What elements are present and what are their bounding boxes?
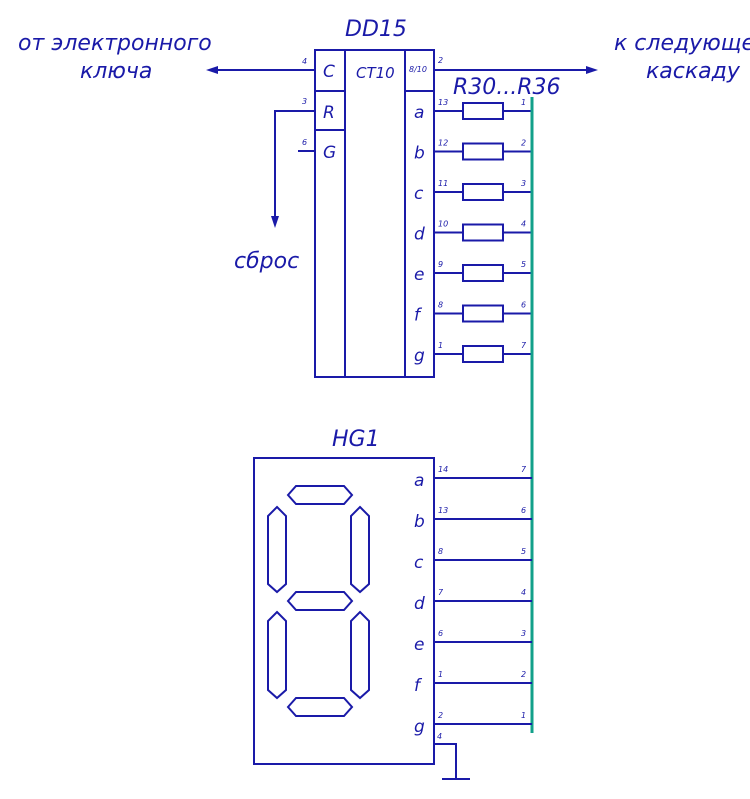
resistor-icon [462,304,504,323]
output-arrow-icon [586,66,598,74]
display-input-f: f 1 2 [414,670,532,696]
out-pin-num: 2 [438,56,443,65]
display-pin-num: 14 [438,465,448,474]
counter-chip: CT10 [314,49,435,378]
display-pin-num: 7 [438,588,444,597]
bus-pin-num: 5 [521,547,526,556]
output-pin-num: 10 [438,220,448,229]
display-inputs: a 14 7 b 13 6 c 8 5 d 7 4 e 6 3 f 1 2 g 2 1 [414,465,532,737]
output-pin-label: a [414,103,424,123]
chip-output-g: g 1 7 [414,341,532,366]
bus-pin-num: 6 [521,506,526,515]
output-pin-num: 1 [438,341,443,350]
output-label-line1: к следующему [614,31,750,56]
segment-b-icon [350,505,370,594]
display-pin-label: f [414,676,423,696]
chip-output-e: e 9 5 [414,260,532,285]
resistor-pin-num: 6 [521,301,526,310]
output-pin-num: 11 [438,179,448,188]
display-pin-label: b [414,512,425,532]
output-pin-num: 12 [438,139,448,148]
segment-d-icon [286,697,354,717]
chip-output-b: b 12 2 [414,139,532,164]
chip-output-d: d 10 4 [414,220,532,245]
output-pin-num: 9 [438,260,443,269]
bus-pin-num: 1 [521,711,526,720]
display-pin-label: e [414,635,424,655]
chip-type-label: CT10 [356,64,395,82]
resistor-pin-num: 5 [521,260,526,269]
resistor-pin-num: 2 [521,139,526,148]
chip-output-f: f 8 6 [414,301,532,326]
chip-output-c: c 11 3 [414,179,532,204]
output-pin-label: e [414,265,424,285]
pin-label-c: C [323,62,335,82]
bus-pin-num: 7 [521,465,527,474]
display-input-b: b 13 6 [414,506,532,532]
resistor-pin-num: 3 [521,179,526,188]
display-input-c: c 8 5 [414,547,532,573]
input-label-line2: ключа [80,59,152,84]
bus-pin-num: 4 [521,588,526,597]
reset-label: сброс [234,249,299,274]
output-pin-label: c [414,184,424,204]
display-input-g: g 2 1 [414,711,532,737]
segment-f-icon [267,505,287,594]
display-pin-label: g [414,717,425,737]
output-pin-label: g [414,346,425,366]
display-pin-num: 1 [438,670,443,679]
display-input-e: e 6 3 [414,629,532,655]
chip-outputs: a 13 1 b 12 2 c 11 3 d 10 4 e 9 5 f 8 6 g 1 7 [414,98,532,366]
resistor-icon [462,345,504,363]
resistor-icon [462,183,504,201]
output-pin-label: d [414,225,425,245]
ground-connection: 4 [434,732,470,780]
bus-pin-num: 2 [521,670,526,679]
output-pin-label: b [414,144,425,164]
out-pin-label: 8/10 [409,65,427,74]
pin-num-r: 3 [302,97,307,106]
segment-e-icon [267,610,287,700]
resistor-label: R30...R36 [453,75,561,100]
resistor-icon [462,264,504,282]
resistor-pin-num: 4 [521,220,526,229]
output-label-line2: каскаду [646,59,741,84]
segment-a-icon [286,485,354,505]
pin-num-c: 4 [302,57,307,66]
display-pin-num: 8 [438,547,443,556]
output-pin-num: 8 [438,301,443,310]
output-pin-label: f [414,306,423,326]
bus-pin-num: 3 [521,629,526,638]
display-input-d: d 7 4 [414,588,532,614]
display-name-label: HG1 [332,427,380,452]
input-arrow-icon [206,66,218,74]
segment-g-icon [286,591,354,611]
reset-arrow-icon [271,216,279,228]
ground-pin-num: 4 [437,732,442,741]
resistor-pin-num: 1 [521,98,526,107]
segment-c-icon [350,610,370,700]
pin-label-g: G [323,143,336,163]
display-pin-label: a [414,471,424,491]
output-pin-num: 13 [438,98,448,107]
pin-num-g: 6 [302,138,307,147]
chip-name-label: DD15 [345,17,407,42]
display-pin-label: c [414,553,424,573]
resistor-icon [462,142,504,161]
display-pin-num: 6 [438,629,443,638]
reset-wire [274,110,315,218]
seven-segment-display [253,457,435,765]
resistor-icon [462,223,504,242]
pin-label-r: R [323,103,335,123]
display-input-a: a 14 7 [414,465,532,491]
chip-output-a: a 13 1 [414,98,532,123]
display-pin-num: 2 [438,711,443,720]
resistor-icon [462,102,504,120]
resistor-pin-num: 7 [521,341,527,350]
input-label-line1: от электронного [18,31,212,56]
display-pin-num: 13 [438,506,448,515]
display-pin-label: d [414,594,425,614]
